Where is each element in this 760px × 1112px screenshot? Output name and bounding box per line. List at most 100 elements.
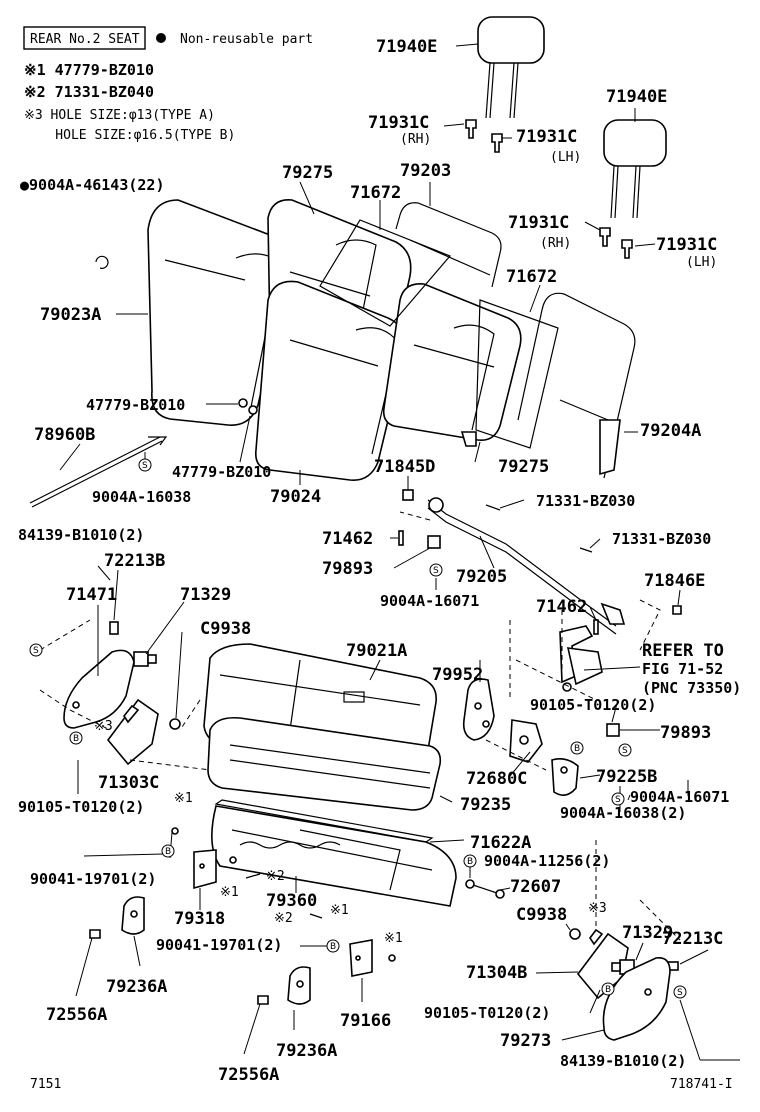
nonreusable-bullet-icon bbox=[156, 33, 166, 43]
label-71331-bz030-b: 71331-BZ030 bbox=[612, 530, 711, 548]
bolt-71845d bbox=[402, 489, 414, 501]
nonreusable-legend: Non-reusable part bbox=[180, 32, 313, 47]
label-c9938-b: C9938 bbox=[516, 905, 567, 925]
headrest-lower bbox=[603, 119, 667, 219]
svg-text:S: S bbox=[615, 795, 621, 805]
seatback-left-rear bbox=[147, 199, 290, 426]
footer-left-code: 7151 bbox=[30, 1077, 61, 1092]
label-c9938-a: C9938 bbox=[200, 619, 251, 639]
label-79023a: 79023A bbox=[40, 305, 101, 325]
label-79318: 79318 bbox=[174, 909, 225, 929]
label-71931c-3-side: (RH) bbox=[540, 236, 571, 251]
label-79236a-b: 79236A bbox=[276, 1041, 337, 1061]
svg-text:B: B bbox=[73, 734, 79, 744]
marker-x1-c: ※1 bbox=[330, 903, 349, 918]
nut-71846e bbox=[672, 605, 682, 615]
svg-text:S: S bbox=[33, 646, 39, 656]
link-72607 bbox=[465, 879, 505, 899]
label-79893-a: 79893 bbox=[322, 559, 373, 579]
label-71462-b: 71462 bbox=[536, 597, 587, 617]
pin-71462-b bbox=[593, 619, 599, 635]
label-71329-a: 71329 bbox=[180, 585, 231, 605]
hinge-72680c bbox=[509, 719, 543, 763]
footer-right-code: 718741-I bbox=[670, 1077, 733, 1092]
label-72556a-a: 72556A bbox=[46, 1005, 107, 1025]
label-72556a-b: 72556A bbox=[218, 1065, 279, 1085]
marker-x1-a: ※1 bbox=[174, 791, 193, 806]
label-71931c-2-side: (LH) bbox=[550, 150, 581, 165]
clip-72213b bbox=[109, 621, 119, 635]
marker-x3-b: ※3 bbox=[588, 901, 607, 916]
section-title: REAR No.2 SEAT bbox=[30, 32, 140, 47]
bracket-79275-lower bbox=[460, 431, 477, 447]
label-90041-19701-b: 90041-19701(2) bbox=[156, 936, 282, 954]
label-71462-a: 71462 bbox=[322, 529, 373, 549]
label-90105-a: 90105-T0120(2) bbox=[530, 696, 656, 714]
label-refer-1: REFER TO bbox=[642, 641, 724, 661]
svg-text:B: B bbox=[605, 985, 611, 995]
label-71940e-a: 71940E bbox=[376, 37, 437, 57]
label-9004a-16038-2: 9004A-16038(2) bbox=[560, 804, 686, 822]
recliner-mechanism bbox=[559, 625, 603, 692]
label-71931c-3: 71931C bbox=[508, 213, 569, 233]
frame-tube-79205 bbox=[427, 497, 626, 635]
marker-x1-b: ※1 bbox=[220, 885, 239, 900]
label-9004a-16071-a: 9004A-16071 bbox=[380, 592, 479, 610]
label-79273: 79273 bbox=[500, 1031, 551, 1051]
label-90105-b: 90105-T0120(2) bbox=[18, 798, 144, 816]
screws-72556a bbox=[89, 929, 269, 1005]
marker-x2-b: ※2 bbox=[274, 911, 293, 926]
label-9004a-16071-b: 9004A-16071 bbox=[630, 788, 729, 806]
label-90041-19701-a: 90041-19701(2) bbox=[30, 870, 156, 888]
rod-78960b bbox=[29, 436, 168, 508]
svg-text:S: S bbox=[142, 461, 148, 471]
label-79204a: 79204A bbox=[640, 421, 701, 441]
bracket-79318 bbox=[193, 849, 217, 890]
label-78960b: 78960B bbox=[34, 425, 95, 445]
label-79275-b: 79275 bbox=[498, 457, 549, 477]
cap-79893-b bbox=[606, 723, 620, 737]
label-refer-3: (PNC 73350) bbox=[642, 679, 741, 697]
label-79360: 79360 bbox=[266, 891, 317, 911]
svg-text:B: B bbox=[330, 942, 336, 952]
label-79236a-a: 79236A bbox=[106, 977, 167, 997]
bushing-71329-a bbox=[133, 651, 157, 667]
clip-47779-b bbox=[248, 405, 258, 415]
label-72213c: 72213C bbox=[662, 929, 723, 949]
note-2: ※2 71331-BZ040 bbox=[24, 83, 154, 101]
label-79275-a: 79275 bbox=[282, 163, 333, 183]
hog-ring-icon bbox=[95, 255, 109, 269]
marker-x2-a: ※2 bbox=[266, 869, 285, 884]
dashed-guides bbox=[39, 511, 681, 941]
cushion-pad-71622a bbox=[214, 799, 434, 843]
clip-47779-a bbox=[238, 398, 248, 408]
pin-71462-a bbox=[398, 530, 404, 546]
note-3: ※3 HOLE SIZE:φ13(TYPE A) bbox=[24, 108, 215, 123]
fastener-symbols: S S S B B S S B B B B S bbox=[29, 458, 687, 999]
seatback-right-front bbox=[382, 283, 522, 442]
label-72680c: 72680C bbox=[466, 769, 527, 789]
note-1: ※1 47779-BZ010 bbox=[24, 61, 154, 79]
label-71931c-4-side: (LH) bbox=[686, 255, 717, 270]
label-71622a: 71622A bbox=[470, 833, 531, 853]
label-71672-a: 71672 bbox=[350, 183, 401, 203]
hinge-71303c bbox=[106, 698, 159, 766]
pin-71331-bz030-a bbox=[485, 504, 501, 511]
label-9004a-11256: 9004A-11256(2) bbox=[484, 852, 610, 870]
seatback-pad-lower bbox=[475, 299, 559, 449]
seatback-frame-upper bbox=[395, 202, 502, 288]
headrest-upper bbox=[477, 16, 545, 119]
label-9004a-16038: 9004A-16038 bbox=[92, 488, 191, 506]
label-71672-b: 71672 bbox=[506, 267, 557, 287]
pin-71331-bz030-b bbox=[579, 547, 593, 553]
label-79021a: 79021A bbox=[346, 641, 407, 661]
label-79203: 79203 bbox=[400, 161, 451, 181]
label-79225b: 79225B bbox=[596, 767, 657, 787]
cover-79236a-b bbox=[287, 966, 311, 1005]
seatback-left-front bbox=[254, 280, 407, 481]
label-71303c: 71303C bbox=[98, 773, 159, 793]
seat-cushion-pad-79235 bbox=[207, 716, 442, 811]
seatback-frame-lower bbox=[517, 292, 636, 479]
cover-79952 bbox=[462, 678, 495, 741]
